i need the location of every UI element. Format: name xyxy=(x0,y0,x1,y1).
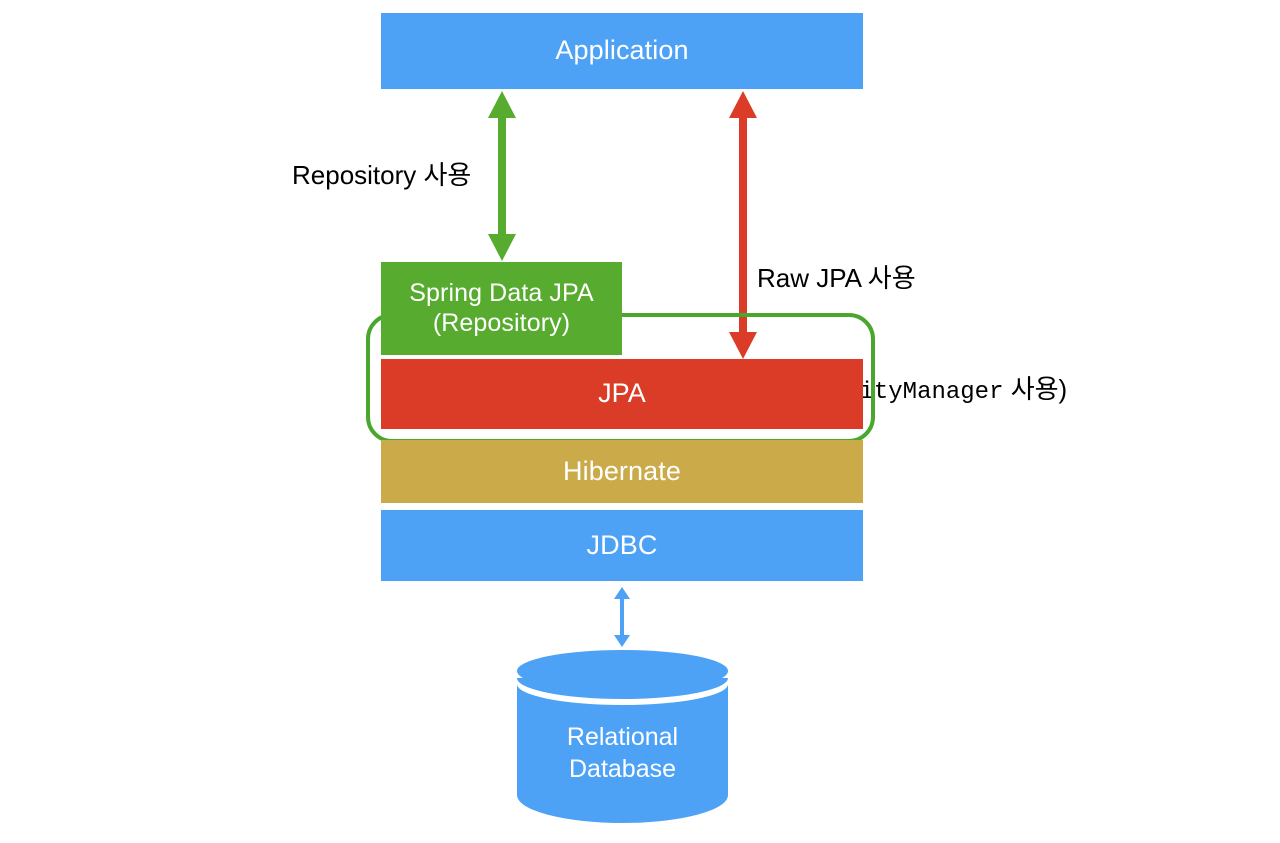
layer-label-hibernate: Hibernate xyxy=(563,455,681,486)
jdbc-database-arrow-head-down xyxy=(614,635,630,647)
layer-label-application: Application xyxy=(555,35,689,66)
database-cylinder[interactable] xyxy=(517,650,728,823)
raw-jpa-arrow-head-down xyxy=(729,332,757,359)
label-raw-jpa-line1: Raw JPA 사용 xyxy=(757,262,916,293)
raw-jpa-arrow xyxy=(729,91,757,359)
layer-box-jdbc[interactable]: JDBC xyxy=(381,510,863,581)
label-repository-usage: Repository 사용 xyxy=(292,160,472,190)
repository-arrow-head-down xyxy=(488,234,516,261)
layer-label-jdbc: JDBC xyxy=(586,529,658,560)
database-cylinder-rim-gap xyxy=(517,678,728,705)
database-cylinder-body xyxy=(517,678,728,823)
repository-arrow xyxy=(488,91,516,261)
layer-box-hibernate[interactable]: Hibernate xyxy=(381,440,863,503)
database-cylinder-top xyxy=(517,650,728,692)
layer-box-spring-data-jpa[interactable]: Spring Data JPA (Repository) xyxy=(381,262,622,355)
label-raw-jpa-line2-suffix: 사용) xyxy=(1003,373,1068,404)
jdbc-database-arrow xyxy=(614,587,630,647)
layer-label-jpa: JPA xyxy=(598,378,646,409)
jdbc-database-arrow-head-up xyxy=(614,587,630,599)
layer-label-spring-data-jpa: Spring Data JPA (Repository) xyxy=(409,279,594,337)
layer-box-application[interactable]: Application xyxy=(381,13,863,89)
layer-box-jpa[interactable]: JPA xyxy=(381,359,863,429)
label-raw-jpa-usage: Raw JPA 사용 (e.g. EntityManager 사용) xyxy=(757,186,1067,483)
repository-arrow-head-up xyxy=(488,91,516,118)
raw-jpa-arrow-head-up xyxy=(729,91,757,118)
